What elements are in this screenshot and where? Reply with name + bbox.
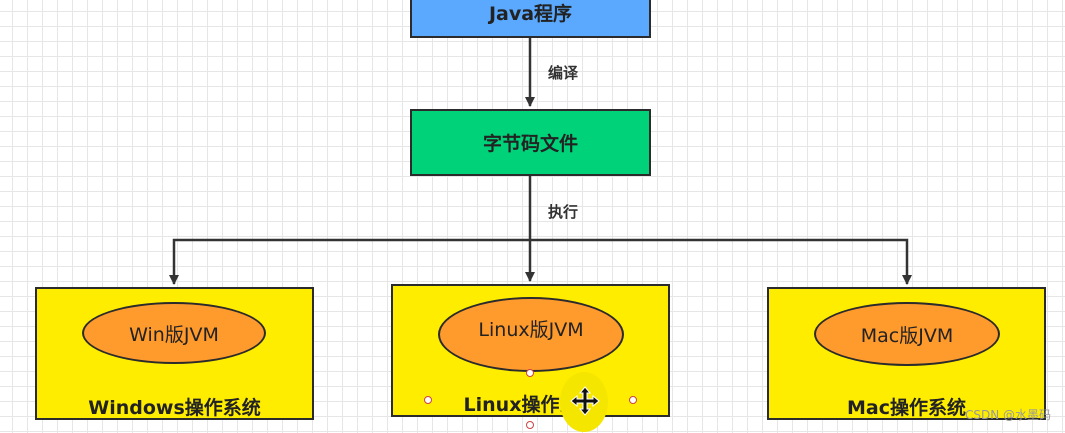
linux-os-node[interactable]: Linux版JVM Linux操作系统: [391, 284, 670, 417]
java-program-label: Java程序: [488, 2, 573, 25]
java-program-node[interactable]: Java程序: [410, 0, 651, 38]
linux-jvm-label: Linux版JVM: [478, 319, 584, 341]
windows-os-label: Windows操作系统: [88, 397, 261, 419]
selection-handle-bottom[interactable]: [526, 421, 534, 429]
execute-label: 执行: [548, 203, 579, 221]
selection-handle-left[interactable]: [424, 396, 432, 404]
bytecode-file-label: 字节码文件: [482, 133, 578, 155]
csdn-watermark: CSDN @水墨码: [964, 408, 1051, 422]
mac-jvm-label: Mac版JVM: [860, 324, 954, 347]
compile-label: 编译: [548, 64, 579, 82]
win-jvm-node[interactable]: Win版JVM: [82, 302, 266, 364]
execute-branch-mac: [530, 238, 912, 285]
mac-os-node[interactable]: Mac版JVM Mac操作系统: [767, 287, 1046, 420]
bytecode-file-node[interactable]: 字节码文件: [410, 109, 651, 176]
execute-branch-windows: [169, 238, 530, 285]
linux-os-label: Linux操作系统: [463, 394, 598, 416]
move-cursor-icon: [570, 386, 600, 416]
windows-os-node[interactable]: Win版JVM Windows操作系统: [35, 287, 314, 420]
selection-handle-right[interactable]: [629, 396, 637, 404]
win-jvm-label: Win版JVM: [129, 323, 219, 346]
mac-os-label: Mac操作系统: [847, 397, 966, 419]
linux-jvm-node[interactable]: Linux版JVM: [438, 297, 624, 372]
mac-jvm-node[interactable]: Mac版JVM: [814, 302, 1000, 366]
selection-handle-top[interactable]: [526, 369, 534, 377]
